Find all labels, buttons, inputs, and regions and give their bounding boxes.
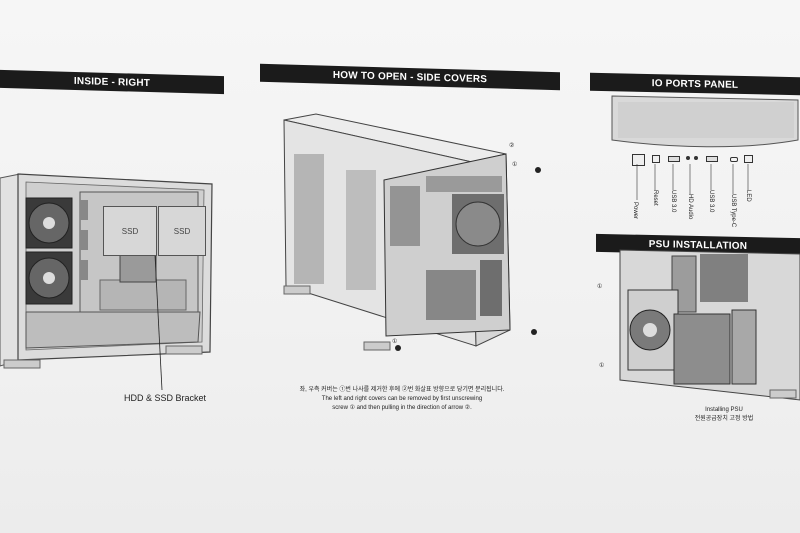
usb3-port-icon-1[interactable] xyxy=(668,156,680,162)
side-covers-caption-ko: 좌, 우측 커버는 ①번 나사를 제거한 후에 ②번 화살표 방향으로 당기면 … xyxy=(299,387,505,393)
ssd-label-left: SSD xyxy=(121,226,139,236)
io-ports-banner: IO PORTS PANEL xyxy=(590,72,800,96)
io-ports-title: IO PORTS PANEL xyxy=(651,77,739,91)
io-port-label-hd-audio: HD Audio xyxy=(687,194,693,220)
ssd-plate-right: SSD xyxy=(158,206,206,256)
led-button-icon[interactable] xyxy=(744,155,753,163)
front-fan-bottom xyxy=(25,251,73,305)
psu-caption-en: Installing PSU xyxy=(705,407,743,413)
hdd-ssd-bracket-callout: HDD & SSD Bracket xyxy=(124,393,207,403)
usb-c-port-icon[interactable] xyxy=(730,157,738,162)
io-port-label-power: Power xyxy=(632,202,638,220)
power-button-icon[interactable] xyxy=(632,154,645,166)
audio-jack-icon-2[interactable] xyxy=(694,156,698,160)
io-port-label-reset: Reset xyxy=(652,190,658,206)
ssd-plate-left: SSD xyxy=(103,206,157,256)
io-port-label-usb3-1: USB 3.0 xyxy=(670,190,676,213)
side-covers-marker-1: ① xyxy=(512,162,518,168)
io-ports-leader-lines xyxy=(636,164,749,200)
io-port-label-led: LED xyxy=(745,190,751,202)
case-inside-right-illustration xyxy=(0,173,213,391)
psu-marker-1-bottom: ① xyxy=(599,363,605,369)
inside-right-title: INSIDE - RIGHT xyxy=(73,75,151,89)
side-covers-caption-en-2: screw ① and then pulling in the directio… xyxy=(332,405,472,411)
case-side-covers-illustration xyxy=(283,113,541,351)
inside-right-banner: INSIDE - RIGHT xyxy=(0,69,224,95)
front-fan-top xyxy=(25,197,73,249)
io-ports-panel-illustration xyxy=(611,95,799,148)
side-covers-banner: HOW TO OPEN - SIDE COVERS xyxy=(260,63,560,91)
psu-caption-ko: 전원공급장치 고정 방법 xyxy=(694,416,754,422)
audio-jack-icon-1[interactable] xyxy=(686,156,690,160)
side-covers-caption: 좌, 우측 커버는 ①번 나사를 제거한 후에 ②번 화살표 방향으로 당기면 … xyxy=(282,386,522,413)
io-port-label-usb-c: USB Type-C xyxy=(730,194,736,228)
side-covers-caption-en-1: The left and right covers can be removed… xyxy=(321,396,483,402)
ssd-label-right: SSD xyxy=(173,226,191,236)
psu-marker-1: ① xyxy=(597,284,603,290)
side-covers-marker-2: ② xyxy=(509,143,515,149)
io-port-label-usb3-2: USB 3.0 xyxy=(708,190,714,213)
reset-button-icon[interactable] xyxy=(652,155,660,163)
psu-installation-illustration xyxy=(619,249,800,401)
side-covers-title: HOW TO OPEN - SIDE COVERS xyxy=(332,69,488,85)
side-covers-marker-1-bottom: ① xyxy=(392,339,398,345)
usb3-port-icon-2[interactable] xyxy=(706,156,718,162)
io-port-row xyxy=(630,154,760,166)
psu-caption: Installing PSU 전원공급장치 고정 방법 xyxy=(684,406,764,424)
